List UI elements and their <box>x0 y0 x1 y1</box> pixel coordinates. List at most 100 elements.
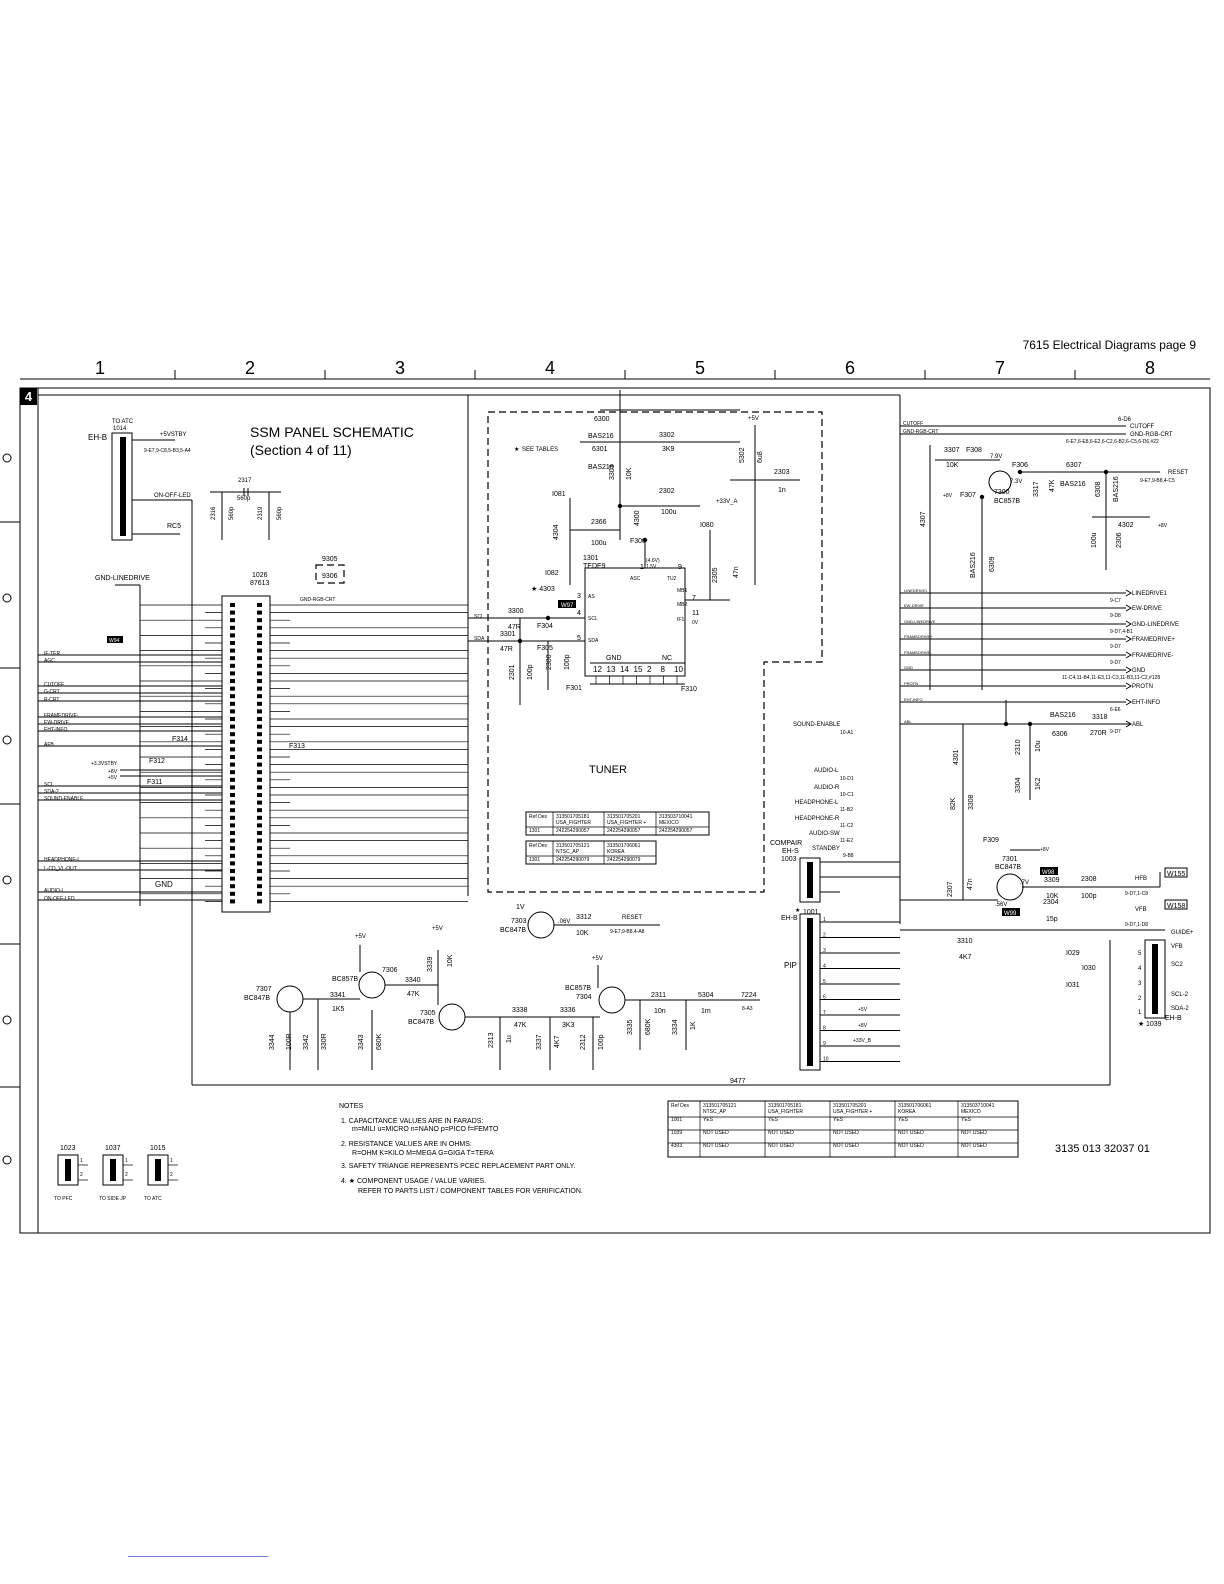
svg-text:2. RESISTANCE VALUES ARE IN O: 2. RESISTANCE VALUES ARE IN OHMS: <box>341 1141 472 1148</box>
svg-text:+5V: +5V <box>108 775 118 781</box>
svg-text:F307: F307 <box>960 492 976 499</box>
svg-text:YES: YES <box>768 1117 779 1123</box>
svg-text:F300: F300 <box>630 538 646 545</box>
svg-text:+8V: +8V <box>1158 523 1168 529</box>
svg-text:1026: 1026 <box>252 572 268 579</box>
grid-column-6: 6 <box>845 358 855 378</box>
svg-text:9-D7,1-D8: 9-D7,1-D8 <box>1125 922 1148 928</box>
svg-text:R-CRT: R-CRT <box>44 697 59 703</box>
svg-text:3309: 3309 <box>1044 877 1060 884</box>
svg-text:5304: 5304 <box>698 992 714 999</box>
svg-text:AUDIO-L: AUDIO-L <box>814 768 839 774</box>
svg-text:4303: 4303 <box>671 1143 682 1149</box>
svg-text:EHT-INFO: EHT-INFO <box>44 727 67 733</box>
svg-text:SCL: SCL <box>44 782 54 788</box>
svg-text:680K: 680K <box>376 1033 383 1050</box>
svg-text:3307: 3307 <box>944 447 960 454</box>
svg-text:8: 8 <box>661 665 666 674</box>
svg-text:9-D8: 9-D8 <box>1110 613 1121 619</box>
svg-text:242254290057: 242254290057 <box>607 828 641 834</box>
svg-text:RC5: RC5 <box>167 523 181 530</box>
svg-text:AUDIO-SW: AUDIO-SW <box>809 831 840 837</box>
svg-text:5: 5 <box>823 979 826 985</box>
svg-text:1001: 1001 <box>671 1117 682 1123</box>
svg-text:YES: YES <box>833 1117 844 1123</box>
svg-text:W99: W99 <box>1004 911 1017 917</box>
svg-text:CUTOFF: CUTOFF <box>44 682 64 688</box>
svg-text:5: 5 <box>577 635 581 642</box>
svg-text:BC857B: BC857B <box>565 985 591 992</box>
svg-text:3K9: 3K9 <box>662 446 675 453</box>
svg-text:VFB: VFB <box>1171 944 1183 950</box>
svg-text:7301: 7301 <box>1002 856 1018 863</box>
svg-text:7303: 7303 <box>511 918 527 925</box>
svg-text:TO ATC: TO ATC <box>112 419 134 425</box>
svg-text:BC847B: BC847B <box>995 864 1021 871</box>
svg-text:+33V_A: +33V_A <box>716 499 738 505</box>
svg-text:COMPAIR: COMPAIR <box>770 840 802 847</box>
document-number: 3135 013 32037 01 <box>1055 1143 1150 1155</box>
svg-text:9477: 9477 <box>730 1078 746 1085</box>
svg-text:9: 9 <box>823 1041 826 1047</box>
svg-text:9305: 9305 <box>322 556 338 563</box>
svg-text:10-A1: 10-A1 <box>840 730 854 736</box>
svg-text:82K: 82K <box>950 797 957 810</box>
svg-text:2305: 2305 <box>712 567 719 583</box>
svg-text:1m: 1m <box>701 1008 711 1015</box>
svg-text:SEE TABLES: SEE TABLES <box>522 447 558 453</box>
svg-text:11-C4,11-B4,11-E3,11-C3,11-B3,: 11-C4,11-B4,11-E3,11-C3,11-B3,11-C2,#128 <box>1062 675 1160 681</box>
svg-text:242254290057: 242254290057 <box>556 828 590 834</box>
svg-text:3302: 3302 <box>659 432 675 439</box>
svg-text:7: 7 <box>823 1010 826 1016</box>
svg-text:R=OHM K=KILO M=MEGA G=GI: R=OHM K=KILO M=MEGA G=GIGA T=TERA <box>352 1150 494 1157</box>
svg-text:+5V: +5V <box>858 1007 868 1013</box>
svg-text:6307: 6307 <box>1066 462 1082 469</box>
svg-text:7307: 7307 <box>256 986 272 993</box>
svg-text:2303: 2303 <box>774 469 790 476</box>
svg-text:9: 9 <box>678 564 682 571</box>
svg-text:2304: 2304 <box>1043 899 1059 906</box>
svg-text:NOT USED: NOT USED <box>768 1130 794 1136</box>
svg-text:12: 12 <box>593 665 602 674</box>
svg-text:4. ★ COMPONENT USAGE / VALUE: 4. ★ COMPONENT USAGE / VALUE VARIES. <box>341 1177 486 1185</box>
svg-text:3318: 3318 <box>1092 714 1108 721</box>
svg-text:+3.3VSTBY: +3.3VSTBY <box>91 761 118 767</box>
svg-text:F306: F306 <box>1012 462 1028 469</box>
svg-text:F304: F304 <box>537 623 553 630</box>
svg-text:1301: 1301 <box>583 555 599 562</box>
svg-text:+8V: +8V <box>1040 847 1050 853</box>
svg-text:9-D7,4-B1: 9-D7,4-B1 <box>1110 629 1133 635</box>
svg-text:W97: W97 <box>561 603 574 609</box>
svg-text:7: 7 <box>692 595 696 602</box>
svg-text:Ref Des: Ref Des <box>671 1103 690 1109</box>
svg-text:11-E2: 11-E2 <box>840 838 853 844</box>
svg-text:★ 4303: ★ 4303 <box>531 585 555 593</box>
grid-column-7: 7 <box>995 358 1005 378</box>
svg-text:+5V: +5V <box>592 956 603 962</box>
svg-text:SCL: SCL <box>588 616 598 622</box>
svg-text:1: 1 <box>640 564 644 571</box>
svg-text:BAS216: BAS216 <box>588 464 614 471</box>
svg-text:SOUND-ENABLE: SOUND-ENABLE <box>44 796 84 802</box>
svg-text:NOT USED: NOT USED <box>703 1143 729 1149</box>
connector-ref-1015: 1015 <box>150 1145 166 1152</box>
svg-text:10K: 10K <box>946 462 959 469</box>
svg-text:4301: 4301 <box>953 749 960 765</box>
svg-text:47n: 47n <box>967 878 974 890</box>
svg-text:RESET: RESET <box>622 915 642 921</box>
svg-text:3334: 3334 <box>672 1019 679 1035</box>
svg-text:1K: 1K <box>690 1021 697 1030</box>
svg-text:YES: YES <box>703 1117 714 1123</box>
svg-text:100p: 100p <box>527 664 534 680</box>
svg-text:3310: 3310 <box>957 938 973 945</box>
grid-column-2: 2 <box>245 358 255 378</box>
svg-text:2: 2 <box>125 1172 128 1178</box>
svg-text:3K3: 3K3 <box>562 1022 575 1029</box>
ic-left-labels: IF-TER AGC CUTOFF G-CRT R-CRT FRAMEDRIVE… <box>38 636 305 902</box>
svg-text:TU2: TU2 <box>667 576 677 582</box>
svg-text:GND-RGB-CRT: GND-RGB-CRT <box>903 429 938 435</box>
svg-text:BC847B: BC847B <box>408 1019 434 1026</box>
svg-text:2: 2 <box>647 665 652 674</box>
